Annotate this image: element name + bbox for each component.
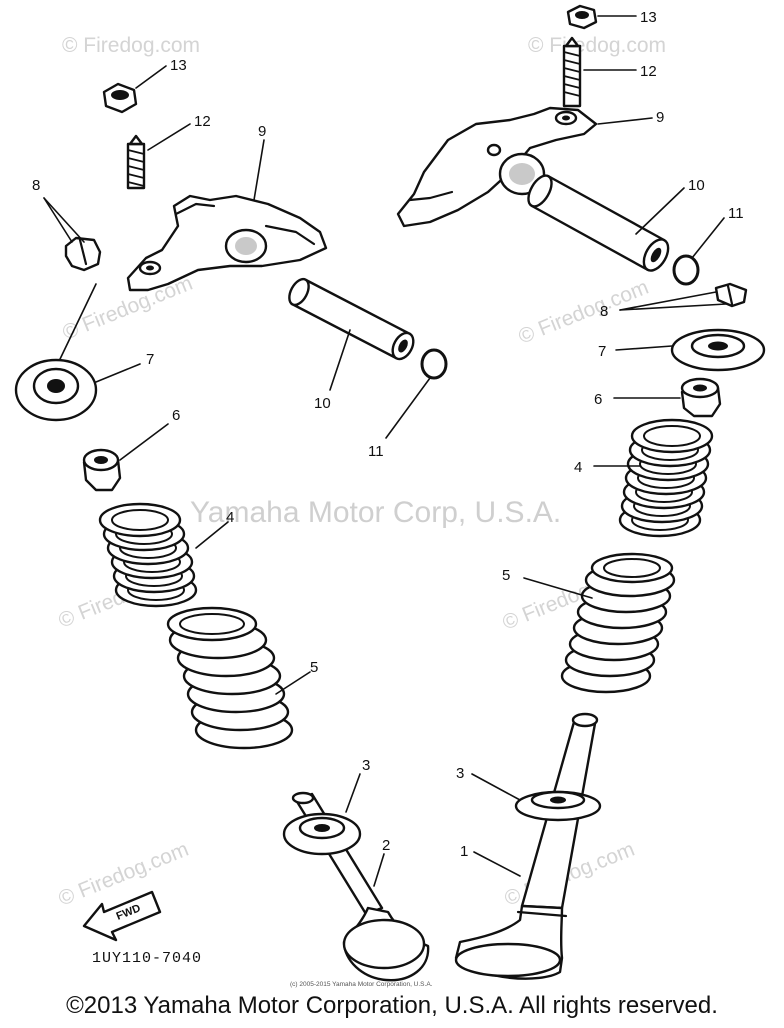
part-11-o-ring-right — [672, 254, 700, 286]
part-3-retainer-right — [514, 790, 602, 822]
part-7-retainer-right — [670, 328, 766, 372]
callout-9: 9 — [656, 109, 664, 126]
part-8-cotter-right — [714, 282, 748, 308]
callout-9: 9 — [258, 123, 266, 140]
part-13-nut-right — [566, 4, 598, 30]
callout-2: 2 — [382, 837, 390, 854]
part-10-shaft-left — [288, 277, 415, 361]
callout-13: 13 — [170, 57, 187, 74]
callout-7: 7 — [146, 351, 154, 368]
callout-11: 11 — [728, 205, 744, 222]
part-1-valve — [454, 712, 599, 980]
part-8-cotter-left — [64, 236, 102, 272]
callout-10: 10 — [314, 395, 331, 412]
callout-6: 6 — [594, 391, 602, 408]
callout-5: 5 — [502, 567, 510, 584]
callout-3: 3 — [362, 757, 370, 774]
part-5-outer-spring-right — [560, 552, 676, 694]
part-7-retainer-left — [14, 358, 98, 422]
callout-4: 4 — [226, 509, 234, 526]
callout-10: 10 — [688, 177, 705, 194]
copyright-footer: ©2013 Yamaha Motor Corporation, U.S.A. A… — [66, 992, 718, 1019]
callout-12: 12 — [640, 63, 657, 80]
firedog-watermark: © Firedog.com — [62, 34, 200, 57]
callout-4: 4 — [574, 459, 582, 476]
callout-11: 11 — [368, 443, 384, 460]
fwd-arrow-icon: FWD — [82, 890, 162, 942]
callout-13: 13 — [640, 9, 657, 26]
part-4-inner-spring-right — [618, 418, 714, 538]
callout-8: 8 — [600, 303, 608, 320]
part-11-o-ring-left — [420, 348, 448, 380]
callout-7: 7 — [598, 343, 606, 360]
part-5-outer-spring-left — [166, 606, 294, 750]
callout-3: 3 — [456, 765, 464, 782]
part-3-retainer-left — [282, 812, 362, 856]
callout-12: 12 — [194, 113, 211, 130]
callout-5: 5 — [310, 659, 318, 676]
part-10-shaft-right — [527, 174, 670, 272]
part-6-seal-right — [680, 377, 722, 418]
diagram-code: 1UY110-7040 — [92, 950, 202, 967]
small-copyright: (c) 2005-2015 Yamaha Motor Corporation, … — [290, 981, 433, 988]
firedog-watermark: © Firedog.com — [55, 838, 192, 911]
part-13-nut-left — [102, 82, 138, 114]
callout-8: 8 — [32, 177, 40, 194]
yamaha-watermark: Yamaha Motor Corp, U.S.A. — [190, 496, 561, 529]
part-9-rocker-arm-left — [126, 194, 328, 292]
callout-6: 6 — [172, 407, 180, 424]
part-12-stud-left — [126, 134, 146, 190]
firedog-watermark: © Firedog.com — [528, 34, 666, 57]
part-9-rocker-arm-right — [396, 106, 598, 228]
callout-1: 1 — [460, 843, 468, 860]
part-6-seal-left — [82, 448, 122, 492]
part-12-stud-right — [562, 36, 582, 108]
firedog-watermark: © Firedog.com — [515, 276, 652, 349]
